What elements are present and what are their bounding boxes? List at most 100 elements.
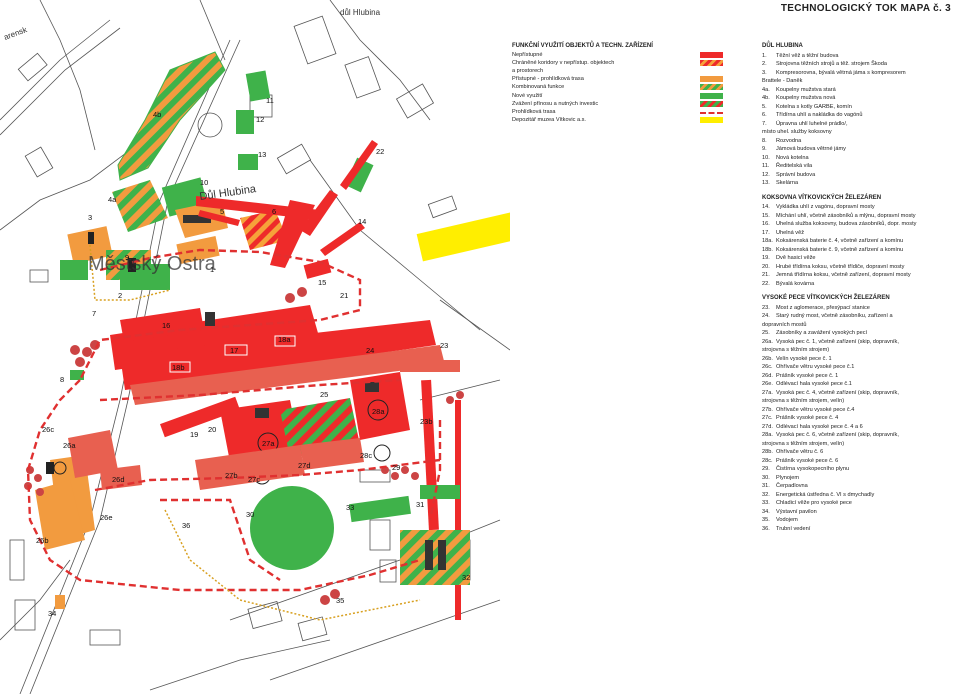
index-item: 14.Vykládka uhlí z vagónu, dopravní most… <box>762 203 957 212</box>
map-number-label[interactable]: 35 <box>336 596 344 605</box>
map-number-label[interactable]: 19 <box>190 430 198 439</box>
site-map[interactable]: Městský Ostra Důl Hlubina důl Hlubina ar… <box>0 0 510 694</box>
map-number-label[interactable]: 30 <box>246 510 254 519</box>
map-number-label[interactable]: 29 <box>392 463 400 472</box>
index-number: 28c. <box>762 457 773 464</box>
index-number: 26e. <box>762 381 773 387</box>
legend-item: Prohlídková trasa <box>512 108 727 116</box>
index-text-continued: dopravních mostů <box>762 321 807 328</box>
map-number-label[interactable]: 20 <box>208 425 216 434</box>
map-number-label[interactable]: 18b <box>172 363 185 372</box>
map-number-label[interactable]: 26e <box>100 513 113 522</box>
index-item: 26c.Ohřívače větru vysoké pece č.1 <box>762 363 957 372</box>
index-number: 34. <box>762 508 770 515</box>
index-number: 26d. <box>762 372 773 379</box>
map-number-label[interactable]: 32 <box>462 573 470 582</box>
index-text: Ohřívače větru vysoké pece č.1 <box>776 364 855 370</box>
map-number-label[interactable]: 21 <box>340 291 348 300</box>
legend-swatch-dash <box>700 111 723 114</box>
index-item: 24.Starý rudný most, včetně zásobníku, z… <box>762 312 957 321</box>
map-number-label[interactable]: 14 <box>358 217 366 226</box>
depository-yellow <box>416 202 510 262</box>
map-number-label[interactable]: 10 <box>200 178 208 187</box>
map-number-label[interactable]: 28c <box>360 451 372 460</box>
legend-item-label: Zvážení přínosu a nutných investic <box>512 100 599 107</box>
street-top-label: důl Hlubina <box>340 8 381 17</box>
index-number: 28a. <box>762 432 773 438</box>
map-number-label[interactable]: 33 <box>346 503 354 512</box>
map-number-label[interactable]: 26a <box>63 441 76 450</box>
map-number-label[interactable]: 36 <box>182 521 190 530</box>
map-number-label[interactable]: 4b <box>153 110 161 119</box>
map-number-label[interactable]: 27a <box>262 439 275 448</box>
index-text: Odlévací hala vysoké pece č. 4 a 6 <box>776 423 863 430</box>
tour-route <box>26 248 442 592</box>
map-number-label[interactable]: 15 <box>318 278 326 287</box>
index-text: Koksárenská baterie č. 4, včetně zařízen… <box>776 238 904 244</box>
map-number-label[interactable]: 24 <box>366 346 374 355</box>
map-number-label[interactable]: 27d <box>298 461 311 470</box>
index-item: 18b.Koksárenská baterie č. 9, včetně zař… <box>762 246 957 255</box>
map-number-label[interactable]: 23 <box>440 341 448 350</box>
index-text: Ředitelská vila <box>776 163 813 169</box>
legend-item-label: Nové využití <box>512 92 543 99</box>
map-number-label[interactable]: 28a <box>372 407 385 416</box>
map-number-label[interactable]: 2 <box>118 291 122 300</box>
map-number-label[interactable]: 13 <box>258 150 266 159</box>
place-name-label: Městský Ostra <box>88 253 217 275</box>
map-number-label[interactable]: 26c <box>42 425 54 434</box>
index-number: 33. <box>762 500 770 506</box>
index-text: Prášník vysoké pece č. 6 <box>776 457 839 464</box>
legend-swatch-red <box>700 52 723 59</box>
index-item: 20.Hrubé třídírna koksu, včetně třídiče,… <box>762 263 957 272</box>
map-number-label[interactable]: 8 <box>60 375 64 384</box>
legend-swatch-greenred <box>700 100 723 107</box>
map-number-label[interactable]: 6 <box>272 207 276 216</box>
legend-swatch-orange <box>700 76 723 83</box>
map-number-label[interactable]: 9 <box>125 253 129 262</box>
map-number-label[interactable]: 25 <box>320 390 328 399</box>
index-item: 8.Rozvodna <box>762 137 957 146</box>
index-number: 20. <box>762 263 770 270</box>
index-number: 24. <box>762 313 770 319</box>
index-number: 17. <box>762 229 770 236</box>
map-number-label[interactable]: 5 <box>220 207 224 216</box>
index-text: Prášník vysoké pece č. 1 <box>776 372 839 379</box>
map-number-label[interactable]: 26d <box>112 475 125 484</box>
map-number-label[interactable]: 23b <box>420 417 433 426</box>
map-number-label[interactable]: 4a <box>108 195 117 204</box>
legend-item-label: Přístupné - prohlídková trasa <box>512 76 584 83</box>
map-number-label[interactable]: 18a <box>278 335 291 344</box>
map-number-label[interactable]: 17 <box>230 346 238 355</box>
map-number-label[interactable]: 3 <box>88 213 92 222</box>
index-text: Výstavní pavilon <box>776 508 817 515</box>
index-item: 31.Čerpadlovna <box>762 482 957 491</box>
map-number-label[interactable]: 1 <box>210 265 214 274</box>
index-item: 25.Zásobníky a zavážení vysokých pecí <box>762 329 957 338</box>
index-number: 7. <box>762 120 767 127</box>
map-number-label[interactable]: 22 <box>376 147 384 156</box>
map-number-label[interactable]: 16 <box>162 321 170 330</box>
index-item: 27c.Prášník vysoké pece č. 4 <box>762 414 957 423</box>
conveyor-bridges <box>196 140 378 279</box>
index-text: Uhelná služba koksovny, budova zásobníků… <box>776 221 917 227</box>
index-number: 18a. <box>762 238 773 244</box>
map-number-label[interactable]: 34 <box>48 609 56 618</box>
map-number-label[interactable]: 12 <box>256 115 264 124</box>
map-number-label[interactable]: 27c <box>248 475 260 484</box>
index-number: 3. <box>762 69 767 76</box>
map-number-label[interactable]: 26b <box>36 536 49 545</box>
map-number-label[interactable]: 11 <box>266 96 274 105</box>
map-number-label[interactable]: 7 <box>92 309 96 318</box>
index-number: 9. <box>762 146 767 152</box>
index-number: 1. <box>762 52 767 59</box>
index-number: 27d. <box>762 423 773 430</box>
map-number-label[interactable]: 31 <box>416 500 424 509</box>
map-number-label[interactable]: 27b <box>225 471 238 480</box>
index-text: Kompresorovna, bývalá větrná jáma s komp… <box>776 69 906 76</box>
legend-item: a prostorech <box>512 67 727 75</box>
index-item: 4b.Koupelny mužstva nová <box>762 94 957 103</box>
index-item: 36.Trubní vedení <box>762 525 957 534</box>
index-number: 18b. <box>762 246 773 253</box>
hlubina-area <box>60 51 374 290</box>
